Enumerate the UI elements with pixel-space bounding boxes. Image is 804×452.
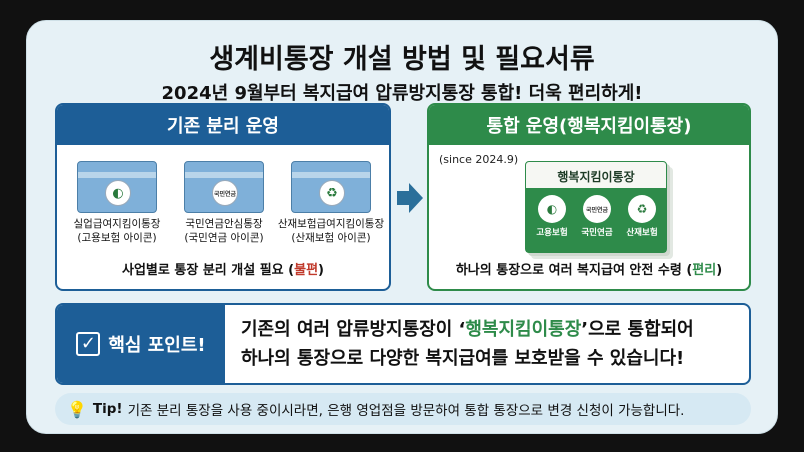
key-point-label: 핵심 포인트! [108, 335, 206, 356]
icon-caption: 산재보험 [626, 228, 658, 238]
key-point-box: ✓ 핵심 포인트! 기존의 여러 압류방지통장이 ‘행복지킴이통장’으로 통합되… [55, 303, 751, 385]
key-point-header: ✓ 핵심 포인트! [57, 305, 225, 383]
tip-label: Tip! [92, 401, 123, 417]
checkbox-icon: ✓ [76, 332, 101, 356]
recycle-icon: ♻ [319, 180, 345, 206]
since-label: (since 2024.9) [439, 153, 519, 166]
bankbook-label: 국민연금안심통장(국민연금 아이콘) [184, 218, 264, 244]
bankbook-label: 실업급여지킴이통장(고용보험 아이콘) [73, 218, 161, 244]
national-pension-icon: 국민연금 [212, 180, 238, 206]
separate-operation-heading: 기존 분리 운영 [57, 105, 389, 145]
tip-text: 기존 분리 통장을 사용 중이시라면, 은행 영업점을 방문하여 통합 통장으로… [127, 403, 685, 419]
integrated-operation-heading: 통합 운영(행복지킴이통장) [429, 105, 749, 145]
infographic-card: 생계비통장 개설 방법 및 필요서류 2024년 9월부터 복지급여 압류방지통… [26, 20, 778, 434]
separate-operation-panel: 기존 분리 운영 ◐ 실업급여지킴이통장(고용보험 아이콘) 국민연금 국민연금… [55, 103, 391, 291]
right-arrow-icon [397, 183, 423, 213]
bankbook-industrial: ♻ [291, 161, 371, 213]
icon-caption: 국민연금 [581, 228, 613, 238]
employment-insurance-icon: ◐ [105, 180, 131, 206]
tip-bar: 💡 Tip! 기존 분리 통장을 사용 중이시라면, 은행 영업점을 방문하여 … [55, 393, 751, 425]
page-title: 생계비통장 개설 방법 및 필요서류 [209, 44, 595, 75]
separate-note: 사업별로 통장 분리 개설 필요 (불편) [122, 263, 324, 278]
happy-bankbook: 행복지킴이통장 ◐ 고용보험 국민연금 국민연금 ♻ 산재보험 [525, 161, 667, 253]
recycle-icon: ♻ [628, 195, 656, 223]
bankbook-label: 산재보험급여지킴이통장(산재보험 아이콘) [277, 218, 385, 244]
page-subtitle: 2024년 9월부터 복지급여 압류방지통장 통합! 더욱 편리하게! [161, 83, 643, 104]
lightbulb-icon: 💡 [67, 399, 87, 419]
integrated-operation-panel: 통합 운영(행복지킴이통장) (since 2024.9) 행복지킴이통장 ◐ … [427, 103, 751, 291]
bankbook-employment: ◐ [77, 161, 157, 213]
happy-bankbook-title: 행복지킴이통장 [557, 170, 635, 184]
key-point-text: 기존의 여러 압류방지통장이 ‘행복지킴이통장’으로 통합되어 하나의 통장으로… [241, 319, 694, 369]
bankbook-pension: 국민연금 [184, 161, 264, 213]
national-pension-icon: 국민연금 [583, 195, 611, 223]
integrated-note: 하나의 통장으로 여러 복지급여 안전 수령 (편리) [455, 263, 723, 278]
icon-caption: 고용보험 [536, 228, 568, 238]
employment-insurance-icon: ◐ [538, 195, 566, 223]
